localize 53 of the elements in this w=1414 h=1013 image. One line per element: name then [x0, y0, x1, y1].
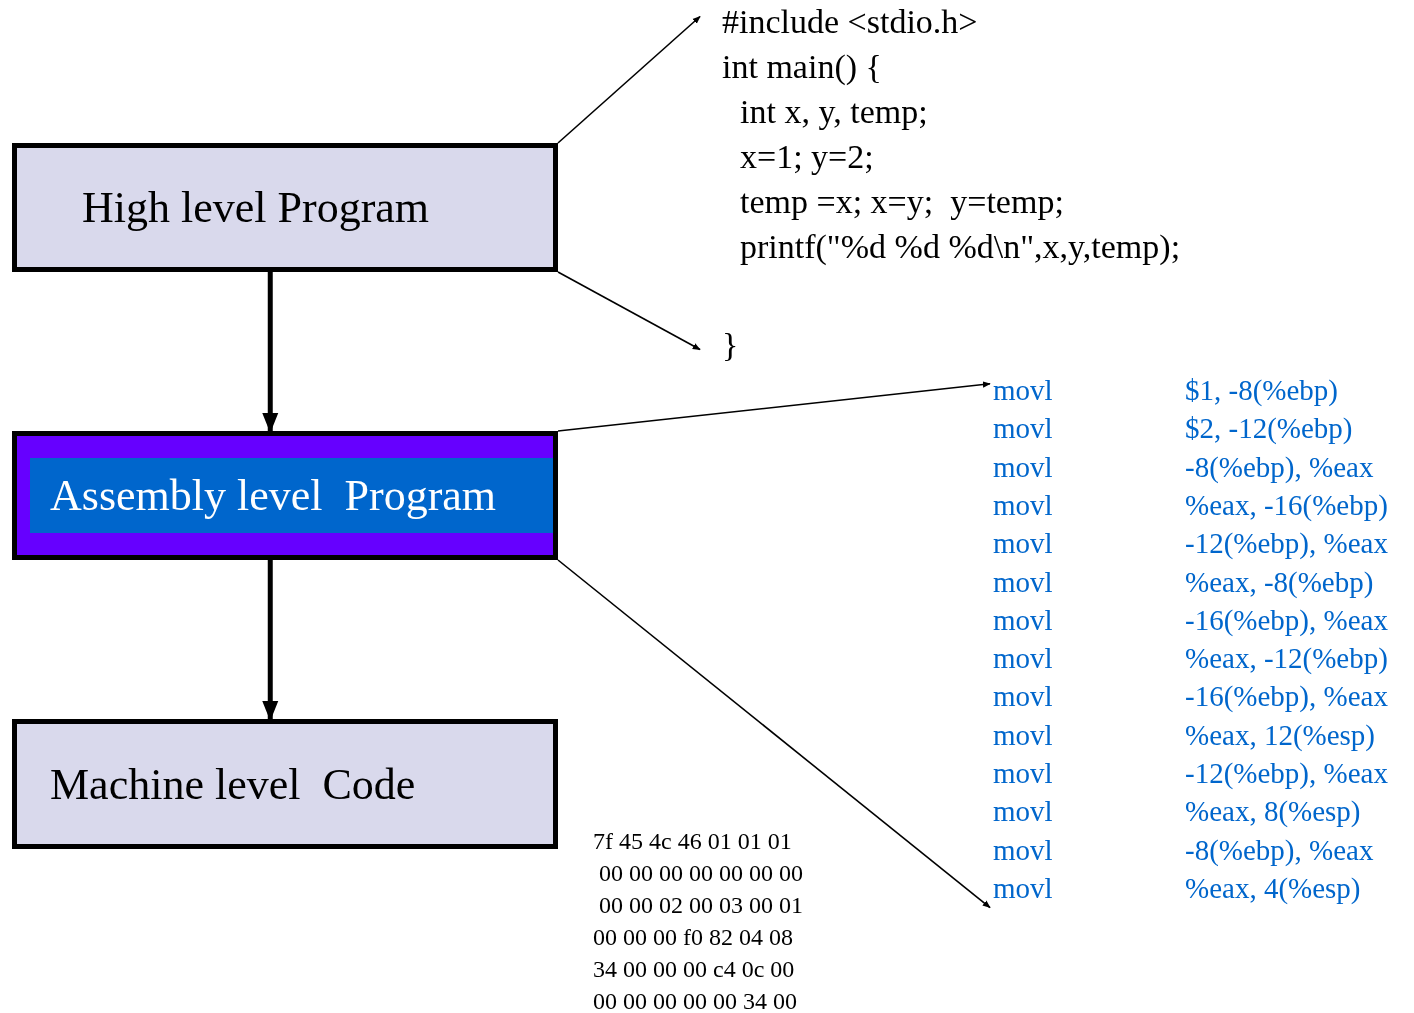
operand-text: %eax, 4(%esp)	[1185, 870, 1361, 905]
operand-text: %eax, -12(%ebp)	[1185, 641, 1388, 676]
process-box	[12, 719, 558, 849]
operand-text: %eax, 12(%esp)	[1185, 717, 1376, 752]
instruction-text: movl	[993, 411, 1053, 446]
instruction-text: movl	[993, 870, 1053, 905]
arrow	[557, 381, 991, 432]
instruction-text: movl	[993, 679, 1053, 714]
hex-byte-row-text: 00 00 00 f0 82 04 08	[593, 923, 793, 952]
hex-byte-row-text: 00 00 02 00 03 00 01	[599, 891, 803, 920]
code-line: printf("%d %d %d\n",x,y,temp);	[740, 227, 1181, 267]
arrow	[557, 271, 701, 351]
instruction-text: movl	[993, 602, 1053, 637]
code-line: int x, y, temp;	[740, 92, 928, 132]
operand-text: %eax, 8(%esp)	[1185, 794, 1361, 829]
instruction-text: movl	[993, 373, 1053, 407]
instruction-text: movl	[993, 641, 1053, 676]
operand-text: -16(%ebp), %eax	[1185, 679, 1388, 714]
operand-text: -12(%ebp), %eax	[1185, 526, 1388, 561]
instruction-text: movl	[993, 449, 1053, 484]
operand-text: -12(%ebp), %eax	[1185, 756, 1388, 790]
process-box	[12, 431, 558, 560]
instruction-text: movl	[993, 794, 1053, 829]
hex-byte-row-text: 34 00 00 00 c4 0c 00	[593, 955, 795, 984]
box-label: Machine level Code	[50, 758, 416, 810]
hex-byte-row-text: 00 00 00 00 00 00 00	[599, 859, 803, 888]
arrow	[557, 559, 991, 909]
box-label: High level Program	[82, 182, 430, 233]
arrow	[557, 15, 701, 144]
operand-text: -8(%ebp), %eax	[1185, 832, 1374, 867]
instruction-text: movl	[993, 756, 1053, 790]
arrow	[262, 272, 279, 433]
process-box	[12, 143, 558, 272]
code-line: int main() {	[722, 47, 882, 87]
code-line: }	[722, 325, 739, 365]
operand-text: %eax, -16(%ebp)	[1185, 487, 1388, 522]
instruction-text: movl	[993, 487, 1053, 522]
box-label: Assembly level Program	[30, 458, 553, 533]
operand-text: $1, -8(%ebp)	[1185, 373, 1338, 407]
operand-text: %eax, -8(%ebp)	[1185, 564, 1374, 599]
instruction-text: movl	[993, 832, 1053, 867]
hex-byte-row-text: 7f 45 4c 46 01 01 01	[593, 827, 792, 856]
code-line: x=1; y=2;	[740, 137, 874, 177]
hex-byte-row-text: 00 00 00 00 00 34 00	[593, 987, 797, 1013]
instruction-text: movl	[993, 526, 1053, 561]
operand-text: $2, -12(%ebp)	[1185, 411, 1353, 446]
arrow	[262, 560, 279, 721]
code-line: temp =x; x=y; y=temp;	[740, 182, 1064, 222]
instruction-text: movl	[993, 564, 1053, 599]
operand-text: -8(%ebp), %eax	[1185, 449, 1374, 484]
instruction-text: movl	[993, 717, 1053, 752]
code-line: #include <stdio.h>	[722, 2, 978, 42]
operand-text: -16(%ebp), %eax	[1185, 602, 1388, 637]
